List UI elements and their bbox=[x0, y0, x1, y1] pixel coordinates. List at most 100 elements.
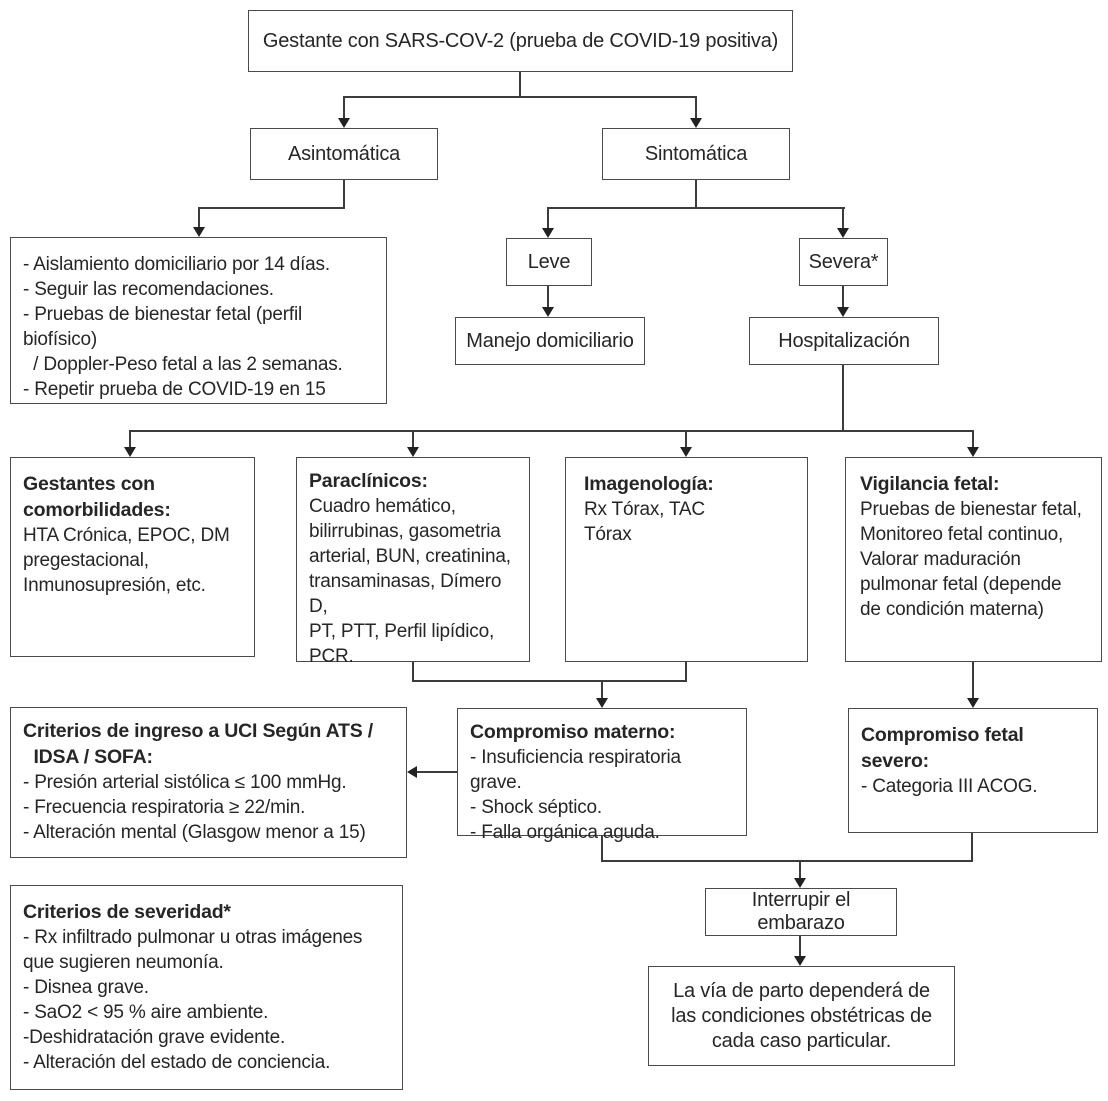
text-line: - Categoria III ACOG. bbox=[861, 776, 1038, 797]
connector-line bbox=[547, 207, 549, 228]
text-line: Compromiso fetal severo: bbox=[861, 724, 1029, 772]
connector-line bbox=[547, 286, 549, 307]
text-line: Imagenología: bbox=[584, 473, 714, 495]
node-vigilancia-fetal: Vigilancia fetal: Pruebas de bienestar f… bbox=[845, 457, 1102, 662]
text-line: - Pruebas de bienestar fetal (perfil bio… bbox=[23, 304, 308, 350]
text-line: La vía de parto dependerá de bbox=[673, 979, 930, 1002]
text-line: bilirrubinas, gasometria bbox=[309, 521, 501, 542]
node-manejo-label: Manejo domiciliario bbox=[466, 329, 634, 352]
arrowhead-down-icon bbox=[542, 228, 554, 238]
connector-line bbox=[695, 180, 697, 209]
connector-line bbox=[601, 860, 973, 862]
node-gestantes-title: Gestantes con comorbilidades: bbox=[23, 471, 244, 523]
node-sintomatica: Sintomática bbox=[602, 128, 790, 180]
text-line: Criterios de severidad* bbox=[23, 901, 231, 923]
connector-line bbox=[842, 365, 844, 432]
text-line: - Shock séptico. bbox=[470, 797, 602, 818]
node-paraclinicos-body: Cuadro hemático,bilirrubinas, gasometria… bbox=[309, 494, 519, 669]
text-line: - Disnea grave. bbox=[23, 977, 149, 998]
text-line: - Falla orgánica aguda. bbox=[470, 822, 660, 843]
node-paraclinicos-title: Paraclínicos: bbox=[309, 468, 519, 494]
text-line: -Deshidratación grave evidente. bbox=[23, 1027, 286, 1048]
node-severidad-body: - Rx infiltrado pulmonar u otras imágene… bbox=[23, 925, 392, 1075]
text-line: - Alteración del estado de conciencia. bbox=[23, 1052, 331, 1073]
arrowhead-down-icon bbox=[967, 447, 979, 457]
connector-line bbox=[972, 662, 974, 698]
node-imagenologia: Imagenología: Rx Tórax, TAC Tórax bbox=[565, 457, 808, 662]
text-line: pregestacional, bbox=[23, 550, 149, 571]
connector-line bbox=[601, 680, 603, 698]
connector-line bbox=[695, 96, 697, 118]
connector-line bbox=[198, 207, 200, 227]
arrowhead-down-icon bbox=[596, 698, 608, 708]
node-paraclinicos: Paraclínicos: Cuadro hemático,bilirrubin… bbox=[296, 457, 530, 667]
text-line: las condiciones obstétricas de bbox=[671, 1004, 932, 1027]
node-uci-body: - Presión arterial sistólica ≤ 100 mmHg.… bbox=[23, 770, 396, 845]
node-leve: Leve bbox=[506, 238, 592, 286]
connector-line bbox=[799, 936, 801, 956]
arrowhead-down-icon bbox=[794, 956, 806, 966]
text-line: Monitoreo fetal continuo, bbox=[860, 524, 1064, 545]
text-line: Criterios de ingreso a UCI Según ATS / bbox=[23, 720, 373, 742]
connector-line bbox=[198, 207, 345, 209]
arrowhead-down-icon bbox=[690, 118, 702, 128]
connector-line bbox=[343, 96, 345, 118]
text-line: Paraclínicos: bbox=[309, 470, 428, 492]
node-interrupir-embarazo: Interrupir el embarazo bbox=[705, 888, 897, 936]
node-severa-label: Severa* bbox=[808, 250, 879, 273]
text-line: arterial, BUN, creatinina, bbox=[309, 546, 511, 567]
connector-line bbox=[412, 430, 414, 447]
text-line: - Frecuencia respiratoria ≥ 22/min. bbox=[23, 797, 306, 818]
connector-line bbox=[971, 833, 973, 862]
text-line: Tórax bbox=[584, 524, 632, 545]
text-line: Vigilancia fetal: bbox=[860, 473, 1000, 495]
arrowhead-down-icon bbox=[542, 307, 554, 317]
connector-line bbox=[343, 180, 345, 209]
text-line: comorbilidades: bbox=[23, 499, 171, 521]
text-line: cada caso particular. bbox=[711, 1029, 892, 1052]
connector-line bbox=[842, 207, 844, 228]
connector-line bbox=[799, 860, 801, 878]
text-line: - Repetir prueba de COVID-19 en 15 bbox=[23, 379, 326, 400]
connector-line bbox=[129, 430, 974, 432]
node-asintomatica-label: Asintomática bbox=[287, 142, 401, 165]
node-asintomatica: Asintomática bbox=[250, 128, 438, 180]
connector-line bbox=[547, 207, 845, 209]
text-line: Pruebas de bienestar fetal, bbox=[860, 499, 1082, 520]
text-line: - Rx infiltrado pulmonar u otras imágene… bbox=[23, 927, 363, 948]
text-line: Gestantes con bbox=[23, 473, 155, 495]
node-compromiso-materno: Compromiso materno: - Insuficiencia resp… bbox=[457, 708, 747, 843]
connector-line bbox=[685, 662, 687, 682]
node-manejo-domiciliario: Manejo domiciliario bbox=[455, 317, 645, 365]
text-line: pulmonar fetal (depende bbox=[860, 574, 1062, 595]
node-criterios-severidad: Criterios de severidad* - Rx infiltrado … bbox=[10, 885, 403, 1090]
connector-line bbox=[601, 836, 603, 862]
node-interrupir-label: Interrupir el embarazo bbox=[751, 889, 851, 934]
node-materno-body: - Insuficiencia respiratoria grave. - Sho… bbox=[470, 745, 736, 845]
connector-line bbox=[842, 286, 844, 307]
text-line: - Aislamiento domiciliario por 14 días. bbox=[23, 254, 330, 275]
node-vigilancia-body: Pruebas de bienestar fetal, Monitoreo fet… bbox=[860, 497, 1091, 622]
text-line: - Alteración mental (Glasgow menor a 15) bbox=[23, 822, 366, 843]
arrowhead-down-icon bbox=[967, 698, 979, 708]
arrowhead-down-icon bbox=[124, 447, 136, 457]
text-line: transaminasas, Dímero D, bbox=[309, 571, 507, 617]
text-line: - Presión arterial sistólica ≤ 100 mmHg. bbox=[23, 772, 347, 793]
text-line: - Insuficiencia respiratoria grave. bbox=[470, 747, 686, 793]
node-uci-title: Criterios de ingreso a UCI Según ATS / I… bbox=[23, 718, 396, 770]
text-line: - SaO2 < 95 % aire ambiente. bbox=[23, 1002, 269, 1023]
text-line: / Doppler-Peso fetal a las 2 semanas. bbox=[23, 354, 343, 375]
text-line: Rx Tórax, TAC bbox=[584, 499, 705, 520]
text-line: PT, PTT, Perfil lipídico, bbox=[309, 621, 495, 642]
text-line: Valorar maduración bbox=[860, 549, 1021, 570]
connector-line bbox=[129, 430, 131, 447]
node-severa: Severa* bbox=[799, 238, 888, 286]
text-line: Compromiso materno: bbox=[470, 721, 676, 743]
arrowhead-left-icon bbox=[407, 766, 417, 778]
connector-line bbox=[343, 96, 697, 98]
arrowhead-down-icon bbox=[193, 227, 205, 237]
arrowhead-down-icon bbox=[837, 307, 849, 317]
node-leve-label: Leve bbox=[527, 250, 571, 273]
node-materno-title: Compromiso materno: bbox=[470, 719, 736, 745]
